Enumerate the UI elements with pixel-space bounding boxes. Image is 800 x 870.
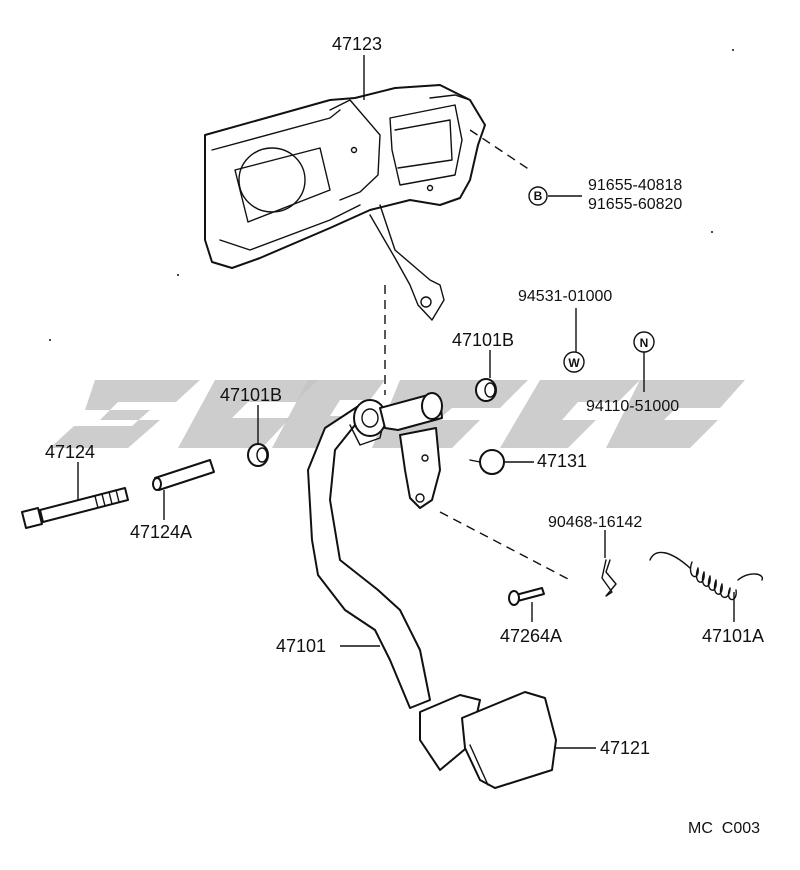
label-washer: 94531-01000 bbox=[518, 288, 612, 305]
watermark-logo bbox=[50, 380, 745, 448]
retaining-clip bbox=[601, 559, 617, 597]
pedal-bracket bbox=[204, 84, 486, 321]
label-bushing-left: 47101B bbox=[220, 385, 282, 405]
label-pedal-arm: 47101 bbox=[276, 636, 326, 656]
label-pedal-bolt: 47124 bbox=[45, 442, 95, 462]
badge-n: N bbox=[633, 331, 655, 353]
label-bushing-right: 47101B bbox=[452, 330, 514, 350]
label-bracket: 47123 bbox=[332, 34, 382, 54]
bushing-right bbox=[475, 378, 497, 402]
leader-lines bbox=[77, 55, 735, 749]
alignment-line-bolt bbox=[469, 129, 531, 171]
label-pin: 47264A bbox=[500, 626, 562, 646]
label-collar: 47124A bbox=[130, 522, 192, 542]
stopper-cushion bbox=[469, 449, 505, 475]
pedal-arm bbox=[307, 392, 443, 709]
clevis-pin bbox=[508, 587, 545, 606]
part-labels: 47123 91655-40818 91655-60820 94531-0100… bbox=[45, 34, 764, 837]
bushing-left bbox=[247, 443, 269, 467]
label-bolt-b-1: 91655-40818 bbox=[588, 177, 682, 194]
footer-code: MC C003 bbox=[688, 820, 760, 837]
label-bolt-b-2: 91655-60820 bbox=[588, 196, 682, 213]
scan-specks bbox=[49, 49, 734, 341]
badge-b: B bbox=[528, 186, 548, 206]
pedal-bolt bbox=[21, 487, 129, 529]
collar bbox=[152, 459, 215, 491]
badge-n-label: N bbox=[640, 336, 649, 350]
badge-w-label: W bbox=[568, 356, 580, 370]
pedal-pad bbox=[419, 691, 557, 789]
label-cushion: 47131 bbox=[537, 451, 587, 471]
label-spring: 47101A bbox=[702, 626, 764, 646]
badge-b-label: B bbox=[534, 189, 543, 203]
alignment-line-pin bbox=[439, 511, 571, 581]
label-nut: 94110-51000 bbox=[586, 398, 679, 415]
label-clip: 90468-16142 bbox=[548, 514, 642, 531]
badge-w: W bbox=[563, 351, 585, 373]
label-pedal-pad: 47121 bbox=[600, 738, 650, 758]
return-spring bbox=[649, 551, 764, 601]
